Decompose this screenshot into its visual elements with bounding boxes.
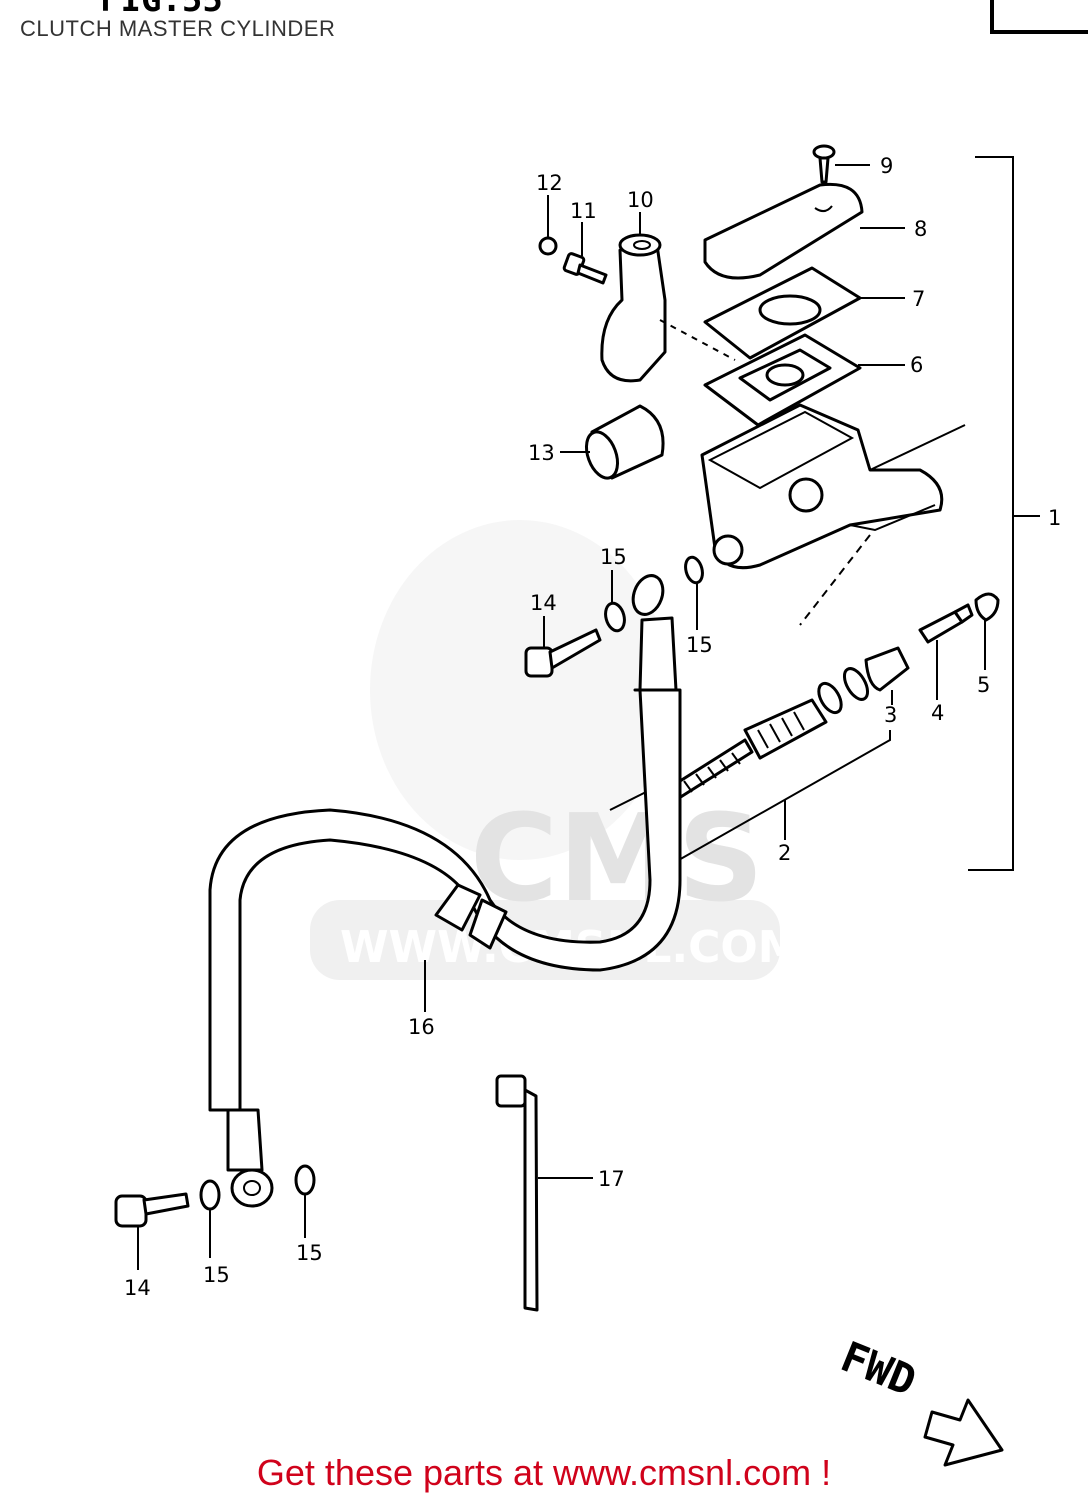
callout-7: 7 [912,287,925,311]
part-17-strap [495,1074,593,1312]
callout-17: 17 [598,1167,625,1191]
page-corner-box [990,0,1088,34]
callout-3: 3 [884,703,897,727]
fwd-direction-indicator: FWD [834,1332,1004,1467]
fwd-arrow-icon [923,1398,1004,1467]
part-16-hose [208,574,682,1208]
part-10-clamp [600,212,736,383]
part-7-plate [703,266,905,360]
watermark-brand: CMS [470,790,764,929]
callout-16: 16 [408,1015,435,1039]
bracket-assembly-2 [669,730,891,866]
callout-10: 10 [627,188,654,212]
callout-13: 13 [528,441,555,465]
part-12-nut [538,195,558,256]
callout-15-upper-right: 15 [686,633,713,657]
callout-12: 12 [536,171,563,195]
callout-9: 9 [880,154,893,178]
part-6-diaphragm [703,333,905,427]
part-8-cap [703,182,905,280]
callout-14-upper: 14 [530,591,557,615]
callout-5: 5 [977,673,990,697]
part-9-screw [812,144,870,184]
callout-labels: 1 2 3 4 5 6 7 8 9 10 11 12 13 14 14 15 1… [124,154,1061,1300]
lower-banjo-bolt-set [114,1164,316,1270]
callout-11: 11 [570,199,597,223]
callout-4: 4 [931,701,944,725]
callout-15-lower-right: 15 [296,1241,323,1265]
diagram-subtitle: CLUTCH MASTER CYLINDER [20,16,336,41]
callout-8: 8 [914,217,927,241]
figure-title: FIG.55 [100,0,223,20]
callout-1: 1 [1048,506,1061,530]
part-13-boot [560,404,665,480]
bracket-assembly-1 [968,156,1040,871]
upper-banjo-bolt-set [524,555,704,678]
callout-14-lower: 14 [124,1276,151,1300]
footer-link[interactable]: Get these parts at www.cmsnl.com ! [256,1452,832,1493]
callout-2: 2 [778,841,791,865]
callout-15-upper-left: 15 [600,545,627,569]
fwd-label: FWD [834,1332,923,1406]
master-cylinder-body [700,403,966,626]
part-11-bolt [562,222,608,285]
callout-15-lower-left: 15 [203,1263,230,1287]
callout-6: 6 [910,353,923,377]
